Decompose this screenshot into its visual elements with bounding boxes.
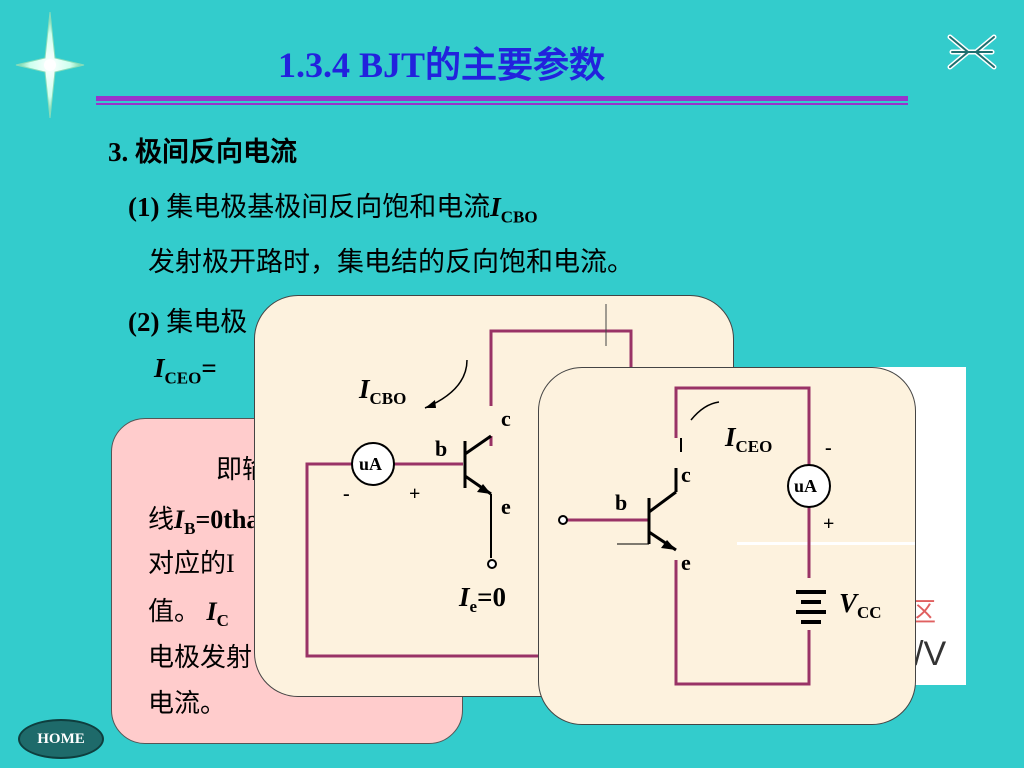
icbo-collector-label: c (501, 406, 511, 431)
iceo-emitter-label: e (681, 550, 691, 575)
battery-icon (796, 590, 826, 624)
iceo-current-label: ICEO (724, 422, 772, 456)
section-heading: 3. 极间反向电流 (108, 137, 297, 167)
graph-axis-unit: /V (914, 635, 947, 673)
iceo-circuit-diagram: uA - + ICEO b c e VCC (558, 386, 915, 686)
iceo-meter-label: uA (794, 476, 817, 496)
icbo-circuit-diagram: uA - + ICBO b c e Ie=0 (305, 304, 633, 658)
title-underline-thin (96, 103, 908, 105)
iceo-transistor (647, 468, 678, 552)
icbo-current-arrow (424, 359, 468, 409)
explanation-line-5: 电极发射 (148, 643, 253, 672)
icbo-meter-plus: + (409, 483, 420, 505)
vcc-label: VCC (839, 588, 882, 622)
explanation-line-4: 值。 IC (148, 597, 229, 631)
explanation-line-6: 电流。 (148, 689, 227, 718)
explanation-line-3: 对应的I (148, 549, 235, 578)
close-x-icon[interactable] (946, 33, 998, 71)
iceo-base-label: b (615, 490, 627, 515)
iceo-meter-minus: - (825, 437, 832, 459)
icbo-emitter-label: e (501, 494, 511, 519)
iceo-current-arrow (690, 401, 720, 421)
item1-description: 发射极开路时，集电结的反向饱和电流。 (148, 247, 634, 277)
icbo-current-label: ICBO (358, 374, 406, 408)
item2-heading: (2) 集电极 (128, 307, 248, 337)
sparkle-star-icon (15, 11, 85, 119)
icbo-meter-label: uA (359, 454, 382, 474)
iceo-equation: ICEO= (154, 353, 217, 388)
iceo-wire-bottom (674, 560, 811, 686)
iceo-collector-label: c (681, 462, 691, 487)
home-button[interactable]: HOME (18, 719, 104, 759)
iceo-base-terminal (558, 515, 568, 525)
circuit-card-iceo: uA - + ICEO b c e VCC (538, 367, 916, 725)
explanation-line-2: 线IB=0that (148, 505, 269, 539)
icbo-base-label: b (435, 436, 447, 461)
title-underline (96, 96, 908, 101)
iceo-microammeter (787, 464, 831, 508)
ie-zero-label: Ie=0 (458, 582, 506, 616)
iceo-wire-top (674, 386, 811, 465)
item1-heading: (1) 集电极基极间反向饱和电流ICBO (128, 192, 538, 227)
page-title: 1.3.4 BJT的主要参数 (278, 45, 606, 85)
iceo-meter-plus: + (823, 513, 834, 535)
icbo-transistor (463, 434, 492, 558)
icbo-microammeter (351, 442, 395, 486)
icbo-meter-minus: - (343, 483, 350, 505)
